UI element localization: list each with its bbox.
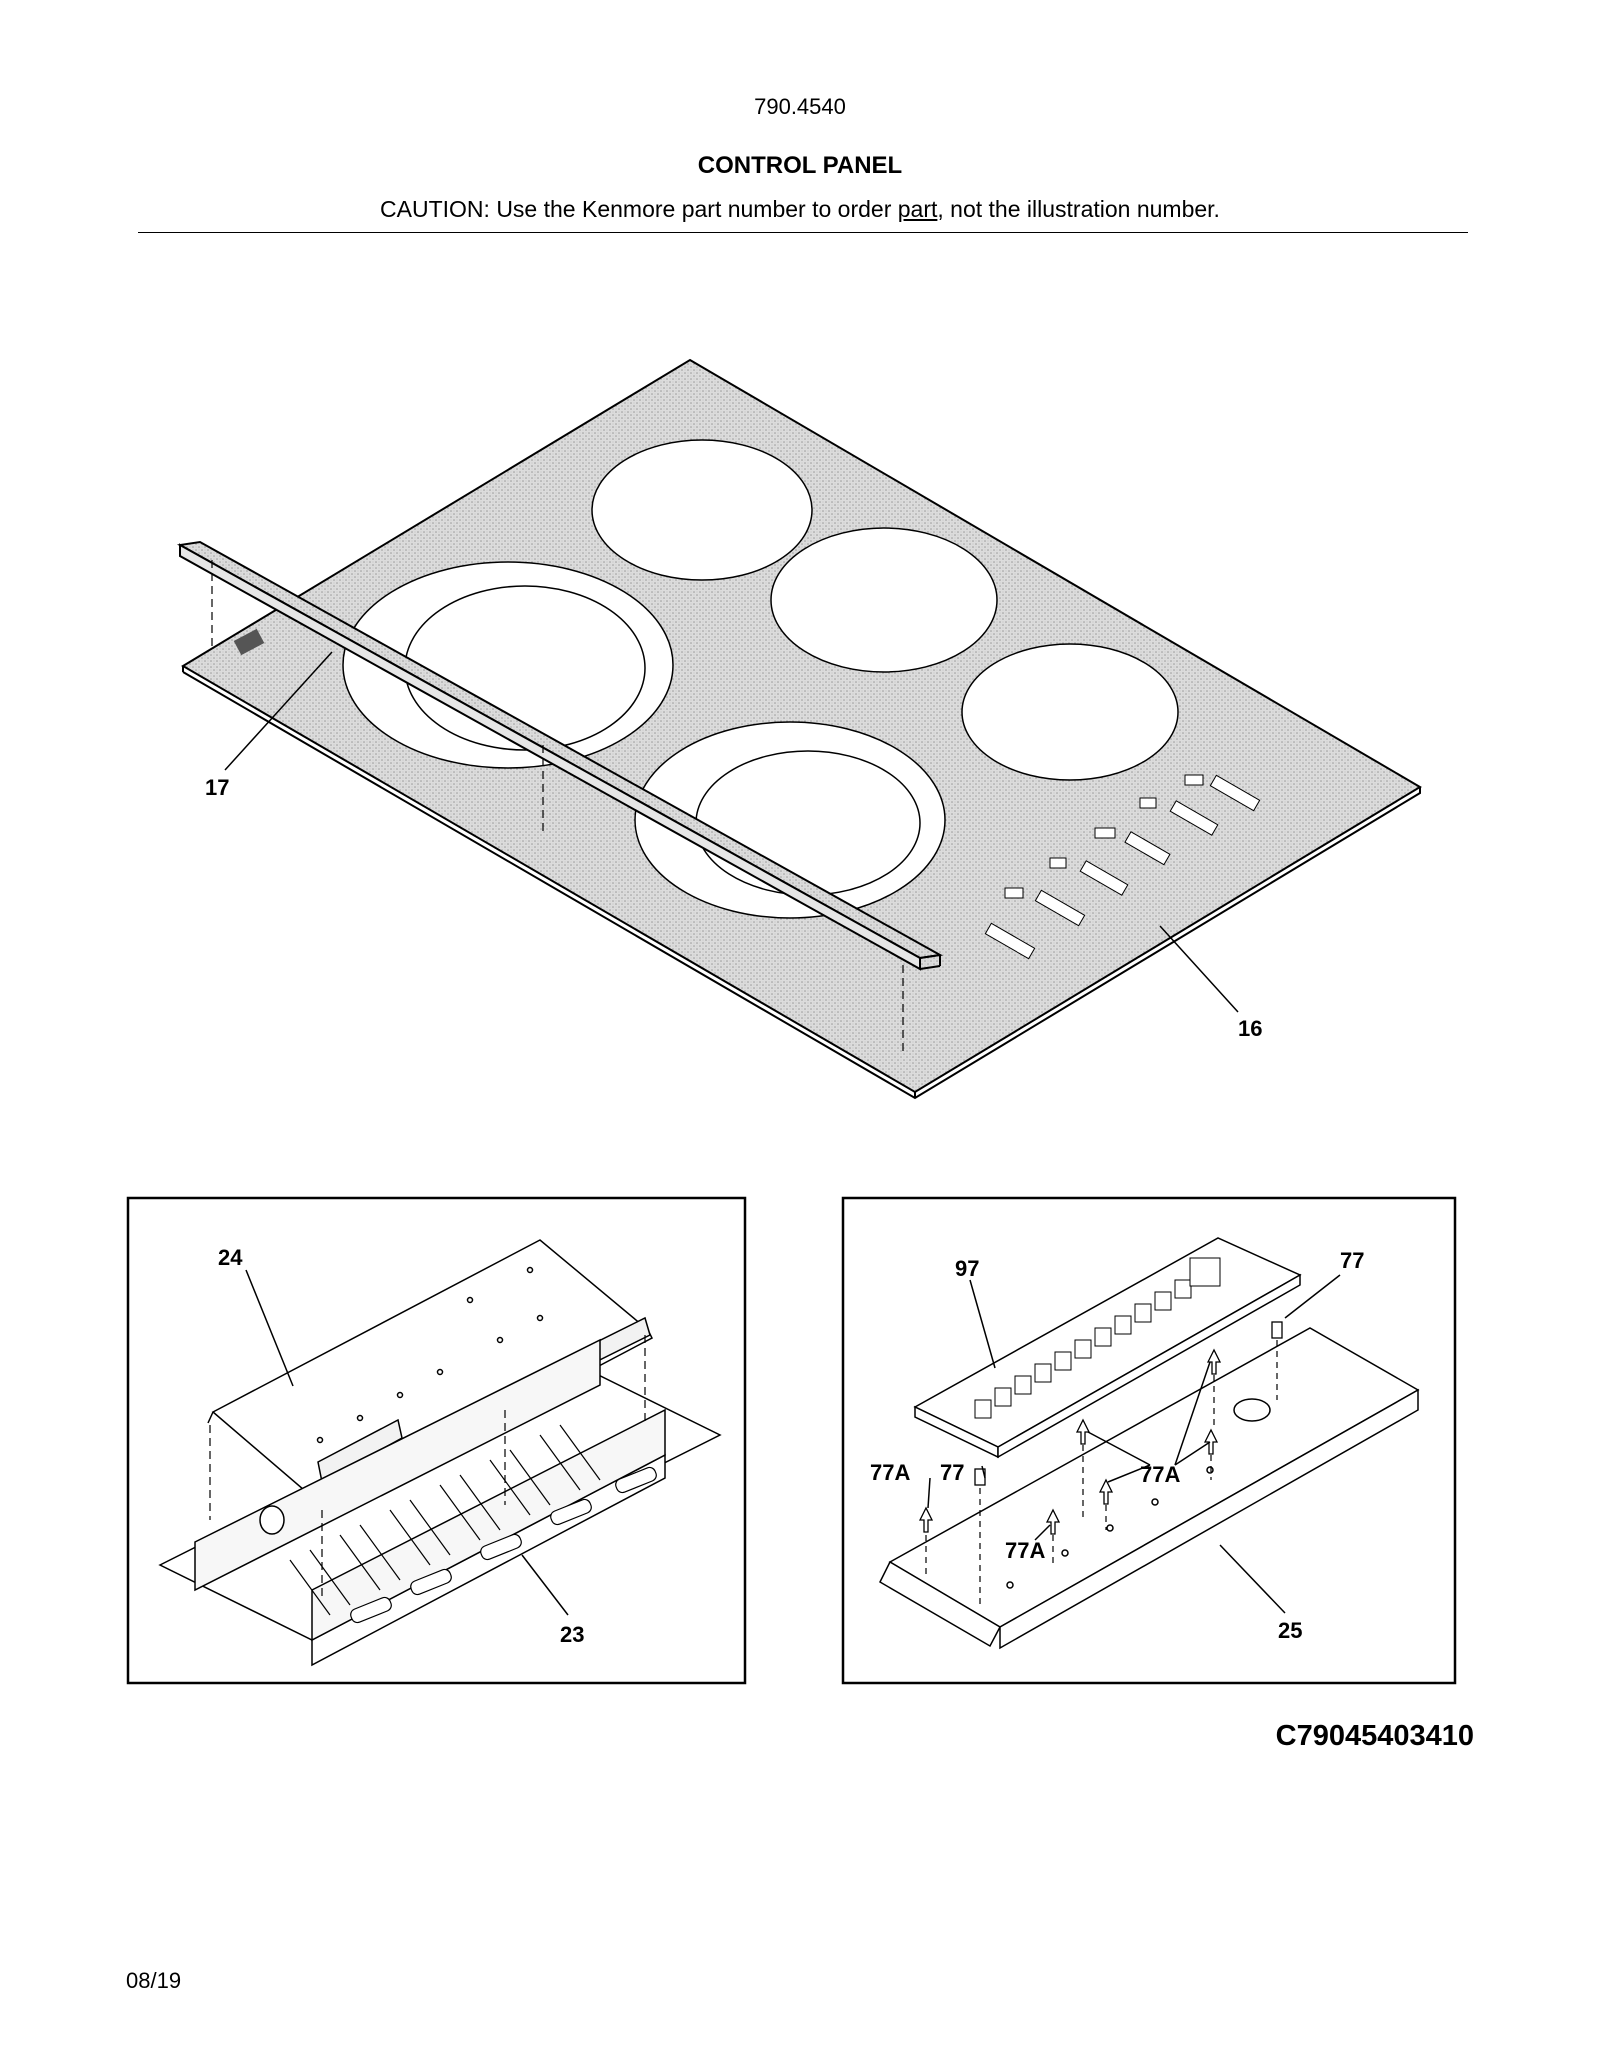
box-alignment-lines <box>209 1335 646 1600</box>
trim-strip <box>176 540 944 971</box>
leader-lines-top <box>224 651 1239 1013</box>
control-board <box>913 1237 1302 1459</box>
inset-frame-board <box>841 1196 1457 1685</box>
callout-25: 25 <box>1278 1618 1302 1643</box>
spacer-icon <box>1271 1321 1283 1339</box>
mounting-hardware <box>918 1321 1283 1535</box>
clip-icon <box>1075 1418 1091 1445</box>
header-rule <box>138 232 1468 233</box>
burner-right <box>961 643 1179 781</box>
caution-text: CAUTION: Use the Kenmore part number to … <box>380 196 898 222</box>
caution-underlined-word: part <box>897 196 938 222</box>
callout-77a-left: 77A <box>870 1460 910 1485</box>
callout-77-right: 77 <box>1340 1248 1364 1273</box>
clip-icon <box>1203 1428 1219 1455</box>
clip-icon <box>1045 1508 1061 1535</box>
box-bottom <box>158 1338 722 1667</box>
trim-alignment-lines <box>211 560 904 1055</box>
leader-lines-left <box>245 1269 569 1616</box>
board-alignment-lines <box>925 1340 1278 1605</box>
caution-text-end: , not the illustration number. <box>937 196 1220 222</box>
callout-16: 16 <box>1238 1016 1262 1041</box>
burner-left-outer <box>342 561 674 769</box>
section-title: CONTROL PANEL <box>697 152 903 179</box>
callout-24: 24 <box>218 1245 243 1270</box>
model-number: 790.4540 <box>754 94 846 119</box>
callout-17: 17 <box>205 775 229 800</box>
touch-control-graphics <box>984 774 1261 960</box>
diagram-code: C79045403410 <box>1275 1720 1474 1752</box>
burner-rings <box>342 439 1179 919</box>
burner-front-outer <box>634 721 946 919</box>
callout-77a-bottom: 77A <box>1005 1538 1045 1563</box>
clip-icon <box>1206 1348 1222 1375</box>
burner-rear-right <box>770 527 998 673</box>
clip-icon <box>918 1506 934 1533</box>
callout-97: 97 <box>955 1256 979 1281</box>
mounting-bracket <box>879 1327 1420 1650</box>
callout-23: 23 <box>560 1622 584 1647</box>
brand-logo-mark <box>233 628 265 656</box>
burner-rear-left <box>591 439 813 581</box>
clip-icon <box>1098 1478 1114 1505</box>
inset-frame-box <box>126 1196 747 1685</box>
leader-lines-right <box>927 1274 1341 1614</box>
callout-77-left: 77 <box>940 1460 964 1485</box>
callout-77a-center: 77A <box>1140 1462 1180 1487</box>
revision-date: 08/19 <box>126 1968 182 1993</box>
caution-note: CAUTION: Use the Kenmore part number to … <box>0 196 1600 223</box>
